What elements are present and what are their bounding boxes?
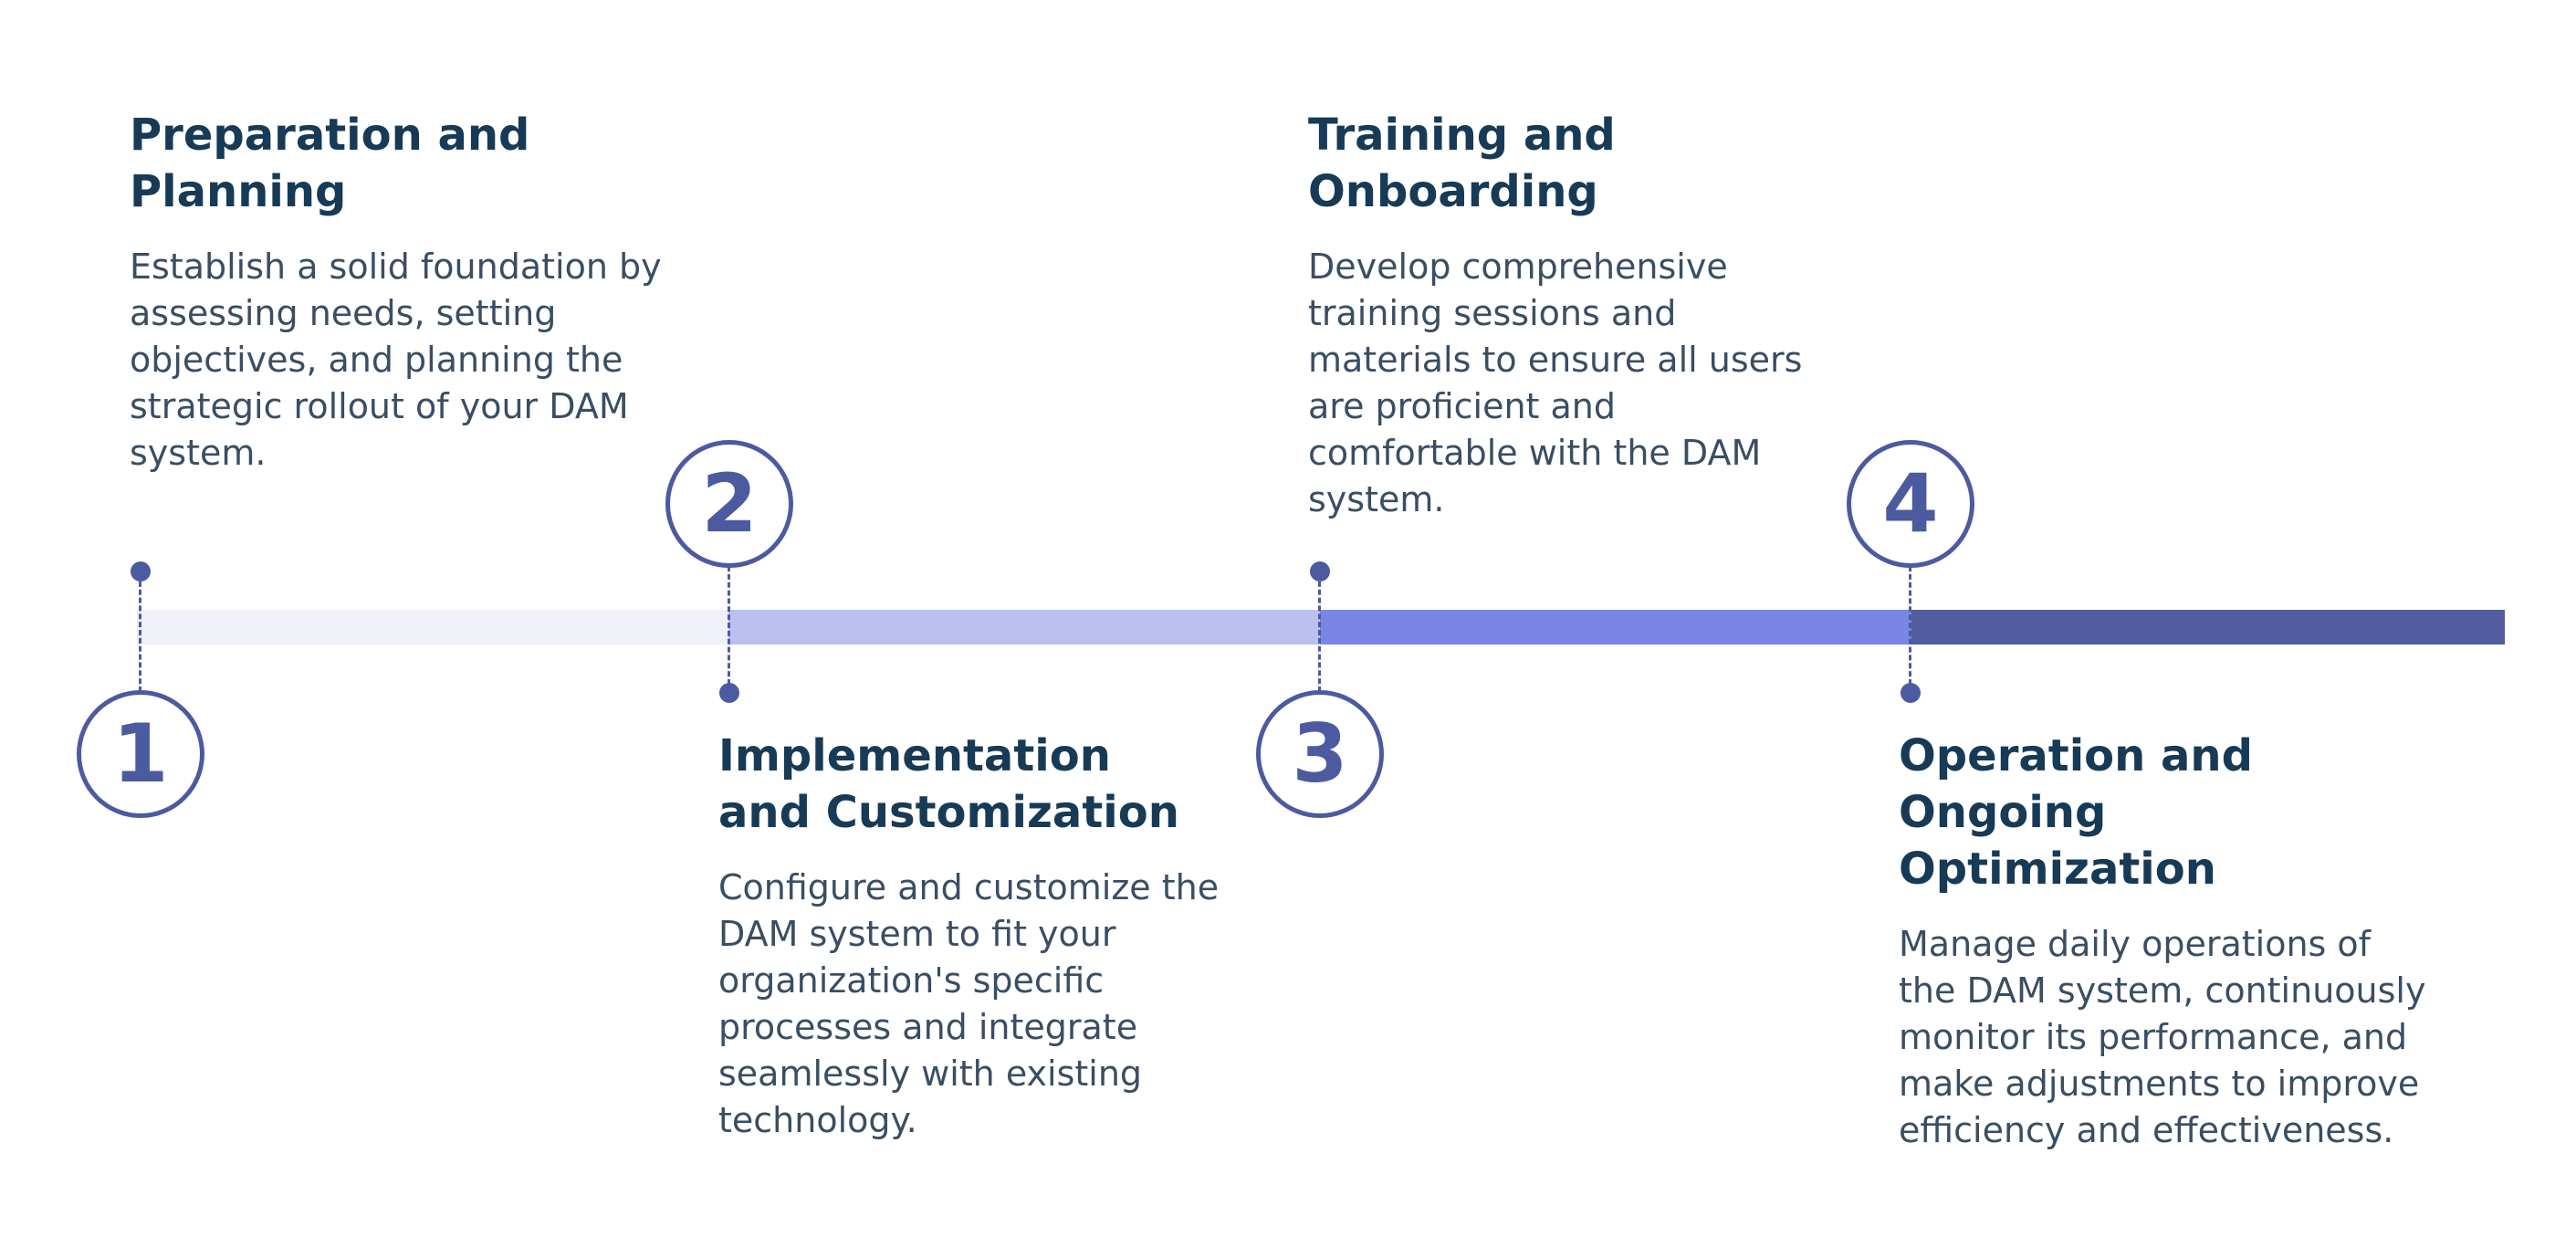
step-2-connector (728, 566, 730, 685)
step-4-desc-line: monitor its performance, and (1899, 1017, 2408, 1057)
step-3-text: Training and Onboarding Develop comprehe… (1308, 107, 1856, 523)
step-3-dot (1310, 561, 1330, 582)
step-1-title-line: Planning (130, 166, 347, 217)
step-2-number-circle: 2 (665, 440, 793, 568)
step-4-description: Manage daily operations of the DAM syste… (1899, 921, 2446, 1154)
step-2-title-line: and Customization (718, 787, 1179, 838)
step-3-connector (1318, 573, 1321, 692)
step-3-title-line: Onboarding (1308, 166, 1598, 217)
step-1-desc-line: Establish a solid foundation by (130, 246, 662, 287)
step-2-dot (719, 683, 739, 703)
step-1-connector (139, 573, 141, 692)
step-4-title-line: Ongoing (1899, 787, 2107, 838)
step-4-number-circle: 4 (1847, 440, 1974, 568)
step-3-desc-line: materials to ensure all users (1308, 340, 1803, 380)
step-4-desc-line: Manage daily operations of (1899, 924, 2372, 964)
timeline-segment-2 (728, 610, 1320, 645)
step-3-desc-line: Develop comprehensive (1308, 246, 1728, 287)
step-4-connector (1909, 566, 1911, 685)
step-4-title-line: Optimization (1899, 844, 2216, 895)
step-2-desc-line: DAM system to fit your (718, 914, 1116, 954)
step-4-title-line: Operation and (1899, 730, 2253, 781)
step-1-dot (131, 561, 151, 582)
timeline-segment-3 (1320, 610, 1911, 645)
step-4-desc-line: efficiency and effectiveness. (1899, 1110, 2394, 1150)
step-2-description: Configure and customize the DAM system t… (718, 865, 1266, 1144)
step-1-number-circle: 1 (77, 690, 204, 818)
step-3-desc-line: training sessions and (1308, 293, 1677, 333)
timeline-segment-1 (137, 610, 728, 645)
step-2-desc-line: seamlessly with existing (718, 1054, 1143, 1094)
step-1-desc-line: system. (130, 433, 267, 473)
step-3-desc-line: are proficient and (1308, 386, 1617, 426)
step-1-desc-line: objectives, and planning the (130, 340, 623, 380)
step-3-desc-line: comfortable with the DAM (1308, 433, 1762, 473)
step-1-desc-line: assessing needs, setting (130, 293, 557, 333)
step-4-dot (1901, 683, 1921, 703)
step-4-desc-line: the DAM system, continuously (1899, 970, 2426, 1011)
step-3-desc-line: system. (1308, 479, 1445, 519)
step-2-title: Implementation and Customization (718, 728, 1266, 841)
step-2-desc-line: organization's specific (718, 960, 1105, 1001)
step-3-number-circle: 3 (1256, 690, 1384, 818)
step-2-desc-line: technology. (718, 1100, 917, 1140)
step-2-desc-line: processes and integrate (718, 1007, 1138, 1047)
step-3-description: Develop comprehensive training sessions … (1308, 244, 1856, 523)
step-2-text: Implementation and Customization Configu… (718, 728, 1266, 1144)
step-1-text: Preparation and Planning Establish a sol… (130, 107, 677, 477)
step-4-text: Operation and Ongoing Optimization Manag… (1899, 728, 2446, 1154)
step-1-desc-line: strategic rollout of your DAM (130, 386, 629, 426)
step-3-title: Training and Onboarding (1308, 107, 1856, 220)
step-4-title: Operation and Ongoing Optimization (1899, 728, 2446, 897)
step-2-title-line: Implementation (718, 730, 1111, 781)
step-3-title-line: Training and (1308, 110, 1616, 161)
step-1-title: Preparation and Planning (130, 107, 677, 220)
step-1-description: Establish a solid foundation by assessin… (130, 244, 677, 477)
timeline-segment-4 (1911, 610, 2505, 645)
step-1-title-line: Preparation and (130, 110, 530, 161)
step-2-desc-line: Configure and customize the (718, 867, 1220, 907)
step-4-desc-line: make adjustments to improve (1899, 1064, 2420, 1104)
